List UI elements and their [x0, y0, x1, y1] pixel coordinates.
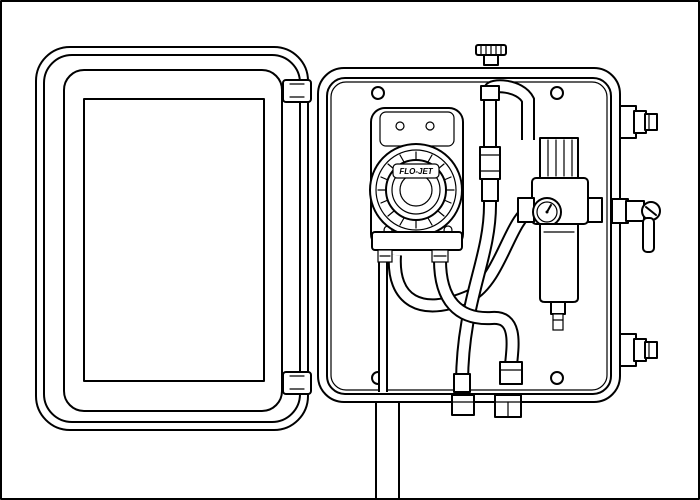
drain-lines [375, 397, 400, 500]
enclosure-door [35, 46, 309, 431]
hose-fittings [453, 85, 523, 393]
top-knob [475, 44, 507, 66]
filter-regulator [517, 137, 603, 331]
door-hinge-top [282, 79, 312, 103]
pump-brand-label: FLO-JET [399, 167, 433, 176]
door-hinge-bottom [282, 371, 312, 395]
side-fitting-top [619, 105, 658, 139]
pump: FLO-JET [369, 107, 464, 263]
pressure-gauge [532, 197, 562, 227]
bottom-fittings [451, 394, 522, 418]
pump-gear-teeth [377, 151, 455, 229]
air-inlet-valve [611, 198, 661, 253]
door-window [83, 98, 265, 382]
side-fitting-bottom [619, 333, 658, 367]
